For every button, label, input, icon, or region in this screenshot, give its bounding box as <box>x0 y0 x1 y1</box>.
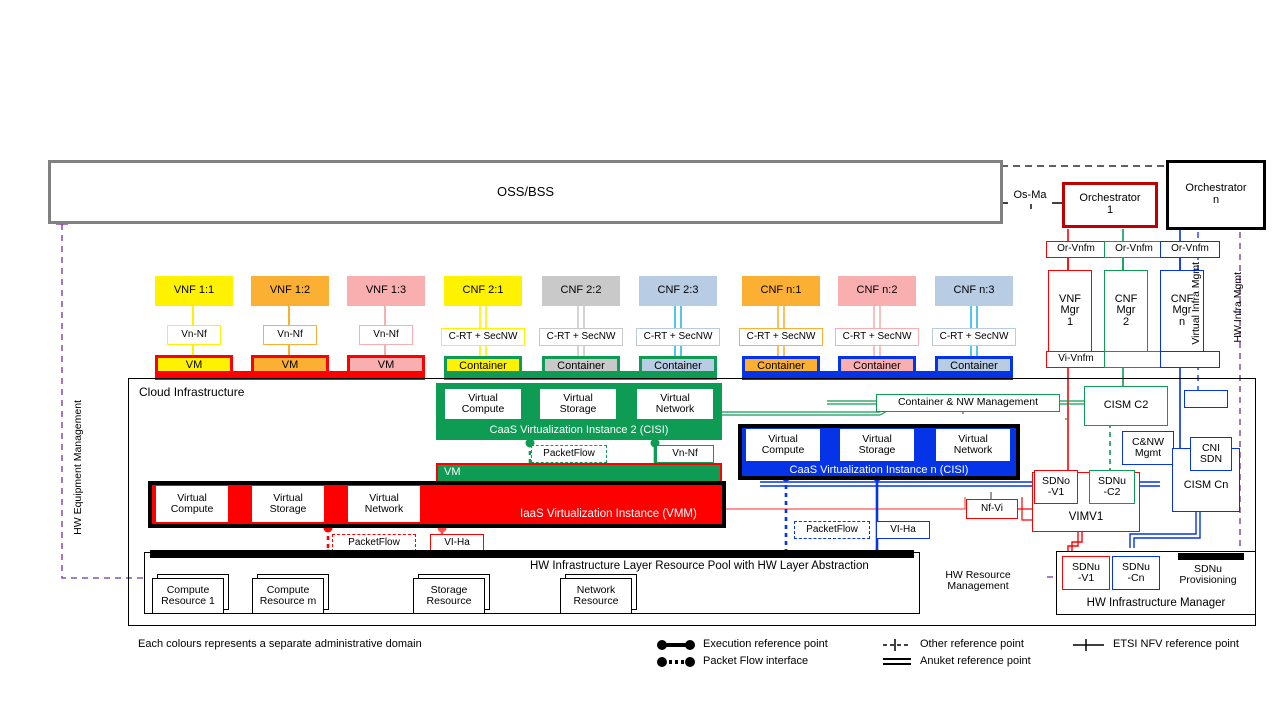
container-nw-management-box[interactable]: Container & NW Management <box>876 394 1060 412</box>
caas-instance-2-label: CaaS Virtualization Instance 2 (CISI) <box>489 424 669 437</box>
cnw-mgmt-box[interactable]: C&NW Mgmt <box>1122 431 1174 465</box>
vnf-mgr-1-box[interactable]: VNF Mgr 1 <box>1048 270 1092 352</box>
vi-vnfm-red-box: Vi-Vnfm <box>1046 351 1106 368</box>
sdnu-v1-box[interactable]: SDNu -V1 <box>1062 556 1110 590</box>
sdnu-provisioning-box[interactable]: SDNu Provisioning <box>1166 560 1250 590</box>
orchestrator-n-box[interactable]: Orchestrator n <box>1166 160 1266 230</box>
iaas-instance-block[interactable] <box>148 481 726 528</box>
sdnu-cn-box[interactable]: SDNu -Cn <box>1112 556 1160 590</box>
iaas-virtual-storage-box: Virtual Storage <box>252 486 324 522</box>
orchestrator-n-index: n <box>1212 194 1220 206</box>
vi-vnfm-blue-box <box>1160 351 1220 368</box>
virtual-infra-mgmt-stub-box <box>1184 390 1228 408</box>
caasn-virtual-compute-box: Virtual Compute <box>746 429 820 461</box>
caas2-virtual-network-box: Virtual Network <box>636 388 714 420</box>
caas2-virtual-compute-box: Virtual Compute <box>444 388 522 420</box>
network-resource-box[interactable]: Network Resource <box>560 578 632 614</box>
packetflow-caas2-box: PacketFlow <box>531 445 607 463</box>
vn-nf-1-2-box: Vn-Nf <box>263 325 317 345</box>
caasn-virtual-storage-box: Virtual Storage <box>840 429 914 461</box>
nf-vi-box: Nf-Vi <box>966 499 1018 519</box>
compute-resource-m-box[interactable]: Compute Resource m <box>252 578 324 614</box>
c-rt-secnw-2-3-box: C-RT + SecNW <box>636 328 720 346</box>
c-rt-secnw-2-1-box: C-RT + SecNW <box>441 328 525 346</box>
os-ma-reference-point: Os-Ma <box>1008 188 1052 204</box>
cnf-2-1-box[interactable]: CNF 2:1 <box>444 276 522 306</box>
vi-ha-caasn-box: VI-Ha <box>876 521 930 539</box>
iaas-virtual-network-box: Virtual Network <box>348 486 420 522</box>
cnf-n-3-box[interactable]: CNF n:3 <box>935 276 1013 306</box>
hw-resource-management-label: HW Resource Management <box>945 568 1011 592</box>
packetflow-caasn-box: PacketFlow <box>794 521 870 539</box>
vnf-1-1-box[interactable]: VNF 1:1 <box>155 276 233 306</box>
cnf-mgr-n-box[interactable]: CNF Mgr n <box>1160 270 1204 352</box>
vnf-1-3-box[interactable]: VNF 1:3 <box>347 276 425 306</box>
legend-item-etsi-nfv-reference-point: ETSI NFV reference point <box>1113 638 1239 650</box>
cnf-2-3-box[interactable]: CNF 2:3 <box>639 276 717 306</box>
vm-strip-label: VM <box>444 466 461 478</box>
legend-note: Each colours represents a separate admin… <box>138 638 422 650</box>
c-rt-secnw-n-1-box: C-RT + SecNW <box>739 328 823 346</box>
vnf-1-2-box[interactable]: VNF 1:2 <box>251 276 329 306</box>
vn-nf-caas2-box: Vn-Nf <box>656 445 714 463</box>
c-rt-secnw-n-2-box: C-RT + SecNW <box>835 328 919 346</box>
iaas-virtual-compute-box: Virtual Compute <box>156 486 228 522</box>
caas2-virtual-storage-box: Virtual Storage <box>539 388 617 420</box>
legend-item-anuket-reference-point: Anuket reference point <box>920 655 1031 667</box>
cni-sdn-box[interactable]: CNI SDN <box>1190 437 1232 471</box>
caasn-virtual-network-box: Virtual Network <box>936 429 1010 461</box>
hw-infrastructure-manager-label: HW Infrastructure Manager <box>1086 596 1226 609</box>
iaas-instance-label: IaaS Virtualization Instance (VMM) <box>520 508 697 520</box>
hw-resource-pool-top-bar <box>150 550 914 558</box>
oss-bss-label: OSS/BSS <box>496 184 555 200</box>
sdno-v1-box[interactable]: SDNo -V1 <box>1034 470 1078 504</box>
sdnu-provisioning-bar <box>1178 553 1244 560</box>
legend-item-other-reference-point: Other reference point <box>920 638 1024 650</box>
cloud-infrastructure-panel <box>128 378 1256 626</box>
hw-resource-pool-label: HW Infrastructure Layer Resource Pool wi… <box>530 560 869 572</box>
sdnu-c2-box[interactable]: SDNu -C2 <box>1089 470 1135 504</box>
cloud-infrastructure-title: Cloud Infrastructure <box>137 385 247 399</box>
or-vnfm-blue-box: Or-Vnfm <box>1160 241 1220 258</box>
c-rt-secnw-2-2-box: C-RT + SecNW <box>539 328 623 346</box>
cnf-2-2-box[interactable]: CNF 2:2 <box>542 276 620 306</box>
orchestrator-1-index: 1 <box>1106 204 1114 216</box>
orchestrator-n-title: Orchestrator <box>1185 182 1247 195</box>
orchestrator-1-box[interactable]: Orchestrator 1 <box>1062 182 1158 228</box>
oss-bss-box[interactable]: OSS/BSS <box>48 160 1003 224</box>
container-blue-base-strip <box>742 371 1013 380</box>
cnf-n-1-box[interactable]: CNF n:1 <box>742 276 820 306</box>
legend-item-packet-flow-interface: Packet Flow interface <box>703 655 809 667</box>
caas-instance-n-label: CaaS Virtualization Instance n (CISI) <box>789 464 969 477</box>
cism-c2-box[interactable]: CISM C2 <box>1084 386 1168 426</box>
legend-item-execution-reference-point: Execution reference point <box>703 638 828 650</box>
compute-resource-1-box[interactable]: Compute Resource 1 <box>152 578 224 614</box>
c-rt-secnw-n-3-box: C-RT + SecNW <box>932 328 1016 346</box>
vn-nf-1-1-box: Vn-Nf <box>167 325 221 345</box>
container-green-base-strip <box>444 371 717 380</box>
storage-resource-box[interactable]: Storage Resource <box>413 578 485 614</box>
orchestrator-1-title: Orchestrator <box>1079 192 1141 205</box>
cnf-n-2-box[interactable]: CNF n:2 <box>838 276 916 306</box>
vm-red-base-strip <box>155 371 425 380</box>
cism-cn-label: CISM Cn <box>1183 479 1229 492</box>
vimv1-label: VIMV1 <box>1068 510 1104 523</box>
vn-nf-1-3-box: Vn-Nf <box>359 325 413 345</box>
cnf-mgr-2-box[interactable]: CNF Mgr 2 <box>1104 270 1148 352</box>
